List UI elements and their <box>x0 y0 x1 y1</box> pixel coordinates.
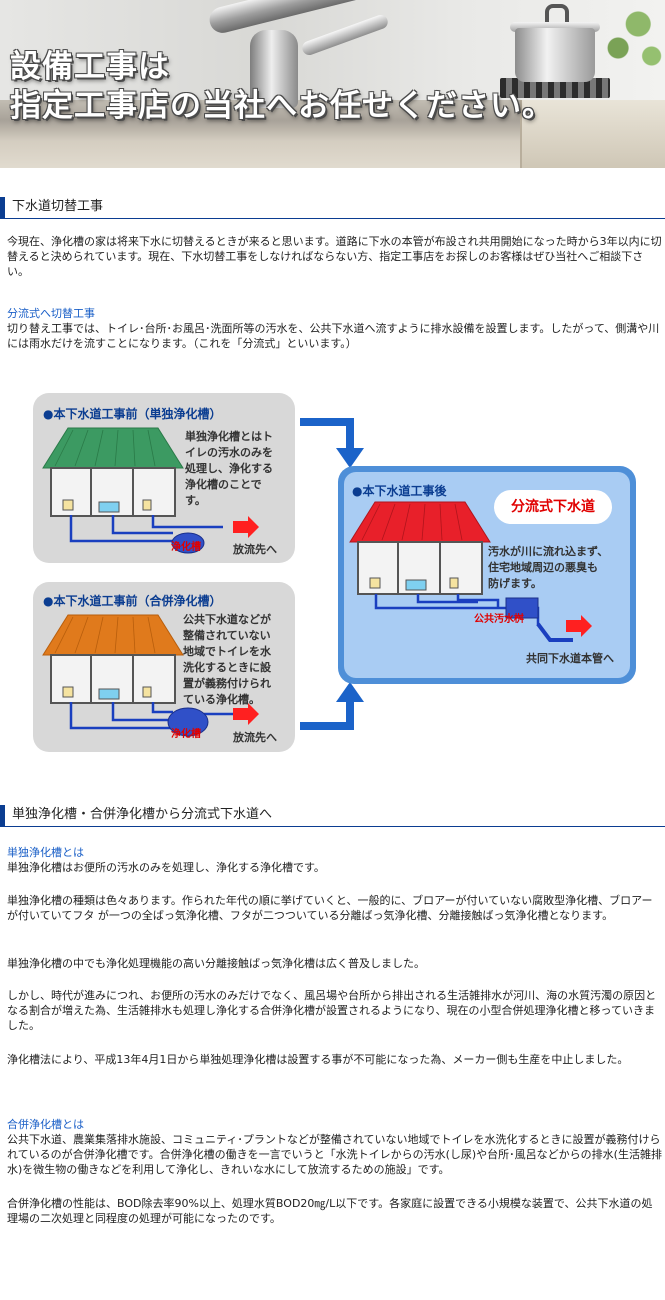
panel-after-sewer: ●本下水道工事後 分流式下水道 公共汚水桝 共同下水道本 <box>338 466 636 684</box>
faucet-base-image <box>250 30 298 108</box>
separated-paragraph: 切り替え工事では、トイレ･台所･お風呂･洗面所等の汚水を、公共下水道へ流すように… <box>7 322 660 350</box>
single-septic-p1: 単独浄化槽はお便所の汚水のみを処理し、浄化する浄化槽です。 <box>7 861 325 874</box>
section-header-septic-to-sewer: 単独浄化槽・合併浄化槽から分流式下水道へ <box>0 805 665 827</box>
panel-after-outflow: 共同下水道本管へ <box>526 652 614 665</box>
house-green-roof-icon <box>42 427 184 517</box>
panel-combined-note: 公共下水道などが 整備されていない 地域でトイレを水 洗化するときに設 置が義務… <box>183 613 271 706</box>
panel-single-note: 単独浄化槽とはト イレの汚水のみを 処理し、浄化する 浄化槽のことで す。 <box>185 430 273 507</box>
panel-after-title: ●本下水道工事後 <box>352 484 447 498</box>
panel-single-septic: ●本下水道工事前（単独浄化槽） 浄化槽 放流先へ 単独浄化槽とはト <box>33 393 295 563</box>
hero-headline-line2: 指定工事店の当社へお任せください。 <box>10 88 554 124</box>
hero-headline-line1: 設備工事は <box>10 49 170 85</box>
panel-single-title: ●本下水道工事前（単独浄化槽） <box>43 407 222 421</box>
pot-image <box>515 28 595 82</box>
arrow-up-right-bottom <box>300 682 364 730</box>
public-sewer-manhole-label: 公共汚水桝 <box>474 614 524 625</box>
pipe-lines-combined <box>69 702 259 737</box>
single-septic-p3: 単独浄化槽の中でも浄化処理機能の高い分離接触ばっ気浄化槽は広く普及しました。 <box>7 957 425 970</box>
section-header-sewer-switch: 下水道切替工事 <box>0 197 665 219</box>
single-septic-p5: 浄化槽法により、平成13年4月1日から単独処理浄化槽は設置する事が不可能になった… <box>7 1053 629 1066</box>
combined-septic-title: 合併浄化槽とは <box>7 1118 84 1131</box>
house-orange-roof-icon <box>42 614 184 704</box>
panel-single-outflow: 放流先へ <box>233 543 277 556</box>
pipe-lines-single <box>69 515 259 554</box>
panel-single-tank-label: 浄化槽 <box>171 542 201 553</box>
subsection-title-separated: 分流式へ切替工事 <box>7 307 95 320</box>
pot-handle-image <box>545 4 569 22</box>
pot-lid-image <box>510 22 600 32</box>
hero-cabinet <box>520 100 665 168</box>
intro-paragraph: 今現在、浄化槽の家は将来下水に切替えるときが来ると思います。道路に下水の本管が布… <box>7 235 662 278</box>
combined-septic-p2: 合併浄化槽の性能は、BOD除去率90%以上、処理水質BOD20㎎/L以下です。各… <box>7 1197 653 1225</box>
panel-combined-tank-label: 浄化槽 <box>171 729 201 740</box>
panel-combined-title: ●本下水道工事前（合併浄化槽） <box>43 594 222 608</box>
panel-combined-outflow: 放流先へ <box>233 731 277 744</box>
separated-sewer-badge: 分流式下水道 <box>494 490 612 524</box>
pipe-lines-after <box>374 594 592 642</box>
stove-grate-image <box>500 78 610 98</box>
single-septic-title: 単独浄化槽とは <box>7 846 84 859</box>
single-septic-p4: しかし、時代が進みにつれ、お便所の汚水のみだけでなく、風呂場や台所から排出される… <box>7 989 657 1032</box>
sewer-diagram: ●本下水道工事前（単独浄化槽） 浄化槽 放流先へ 単独浄化槽とはト <box>30 390 640 755</box>
arrow-down-right-top <box>300 418 364 468</box>
hero-banner: 設備工事は 指定工事店の当社へお任せください。 <box>0 0 665 168</box>
panel-combined-septic: ●本下水道工事前（合併浄化槽） 浄化槽 放流先へ 公共下 <box>33 582 295 752</box>
panel-after-note: 汚水が川に流れ込まず、 住宅地域周辺の悪臭も 防げます。 <box>488 545 609 590</box>
house-red-roof-icon <box>349 501 491 595</box>
combined-septic-p1: 公共下水道、農業集落排水施設、コミュニティ･プラントなどが整備されていない地域で… <box>7 1133 662 1176</box>
single-septic-p2: 単独浄化槽の種類は色々あります。作られた年代の順に挙げていくと、一般的に、ブロア… <box>7 894 653 922</box>
hero-headline: 設備工事は 指定工事店の当社へお任せください。 <box>10 48 554 126</box>
plant-image <box>598 0 665 80</box>
